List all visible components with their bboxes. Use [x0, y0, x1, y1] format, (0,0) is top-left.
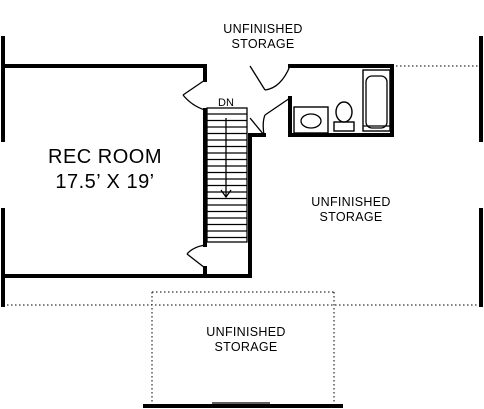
rec-room-walls — [1, 64, 252, 278]
door-swing-stair-top — [182, 79, 206, 111]
bottom-storage-label: UNFINISHED STORAGE — [181, 325, 311, 355]
door-swing-bathroom — [249, 97, 291, 136]
door-swing-stair-bottom — [186, 244, 206, 269]
bathtub — [362, 69, 391, 132]
staircase — [206, 107, 248, 243]
storage-boundaries — [3, 65, 481, 406]
bathroom-walls — [248, 64, 394, 137]
right-storage-label-line1: UNFINISHED — [311, 195, 391, 209]
right-storage-label: UNFINISHED STORAGE — [286, 195, 416, 225]
top-storage-label: UNFINISHED STORAGE — [198, 22, 328, 52]
top-storage-label-line2: STORAGE — [231, 37, 295, 51]
top-storage-label-line1: UNFINISHED — [223, 22, 303, 36]
stair-direction-label: DN — [218, 97, 234, 109]
right-storage-label-line2: STORAGE — [319, 210, 383, 224]
door-swing-top-storage — [249, 65, 291, 91]
sink — [293, 106, 329, 134]
bottom-storage-label-line1: UNFINISHED — [206, 325, 286, 339]
toilet — [333, 101, 355, 132]
rec-room-name: REC ROOM — [48, 146, 162, 168]
bottom-storage-label-line2: STORAGE — [214, 340, 278, 354]
rec-room-size: 17.5’ X 19’ — [55, 171, 155, 193]
bottom-wall — [143, 402, 343, 408]
rec-room-label: REC ROOM 17.5’ X 19’ — [30, 145, 180, 195]
